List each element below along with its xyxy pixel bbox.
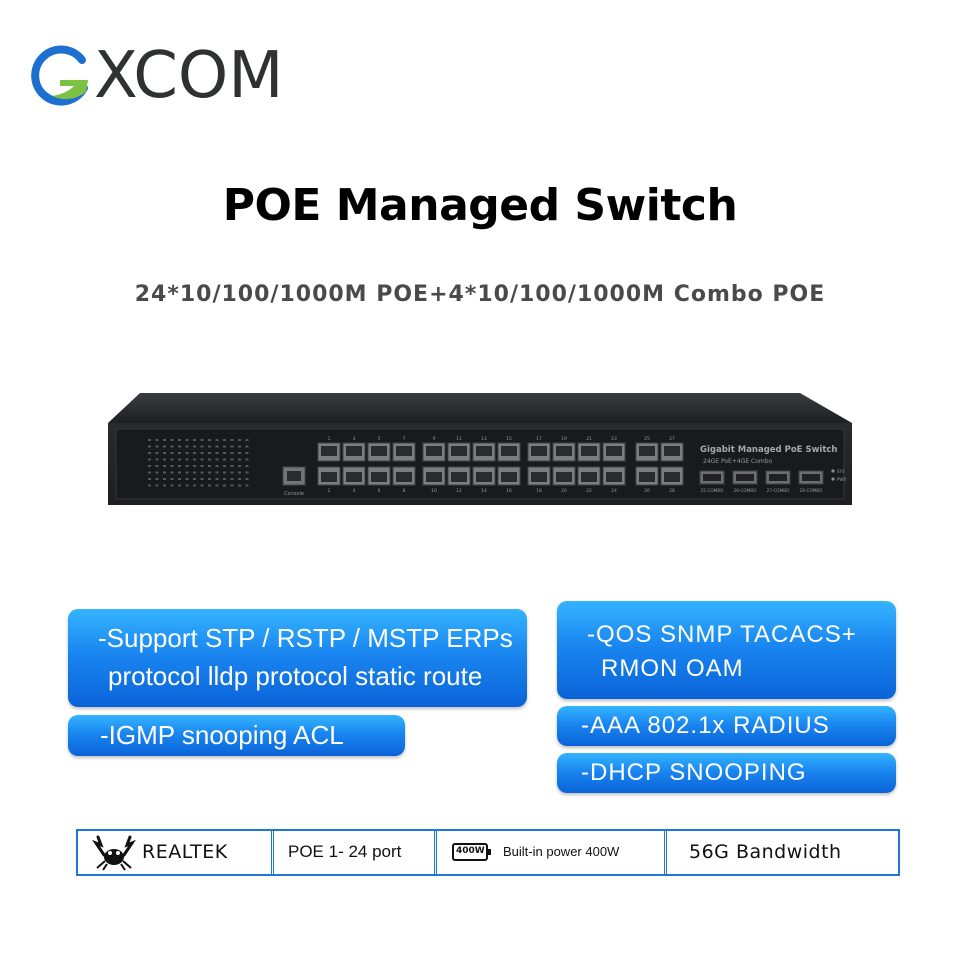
model-sub-label: 24GE PoE+4GE Combo <box>703 458 773 465</box>
spec-divider <box>664 831 667 874</box>
feature-text: -AAA 802.1x RADIUS <box>581 712 830 739</box>
feature-text: -QOS SNMP TACACS+ <box>587 621 857 648</box>
sfp-label: 26-COMBO <box>734 488 757 493</box>
spec-divider <box>434 831 437 874</box>
feature-text: RMON OAM <box>601 655 744 682</box>
spec-poe-text: POE 1- 24 port <box>288 842 402 861</box>
port-number-top: 5 <box>378 436 381 442</box>
switch-illustration: Console 12345678910111213141516171819202… <box>108 393 852 585</box>
model-label: Gigabit Managed PoE Switch <box>700 445 837 455</box>
feature-box-aaa: -AAA 802.1x RADIUS <box>557 706 896 746</box>
port-number-top: 23 <box>611 436 617 442</box>
spec-power-text: Built-in power 400W <box>503 844 620 859</box>
battery-icon: 400W <box>452 843 488 861</box>
port-number-bottom: 16 <box>506 488 512 494</box>
feature-text: -Support STP / RSTP / MSTP ERPs <box>98 623 513 653</box>
console-label: Console <box>284 491 304 497</box>
led-label: SYS <box>837 469 845 474</box>
rj45-ports: 1234567891011121314151617181920212223242… <box>317 436 684 494</box>
port-number-top: 1 <box>328 436 331 442</box>
port-number-bottom: 12 <box>456 488 462 494</box>
feature-box-qos: -QOS SNMP TACACS+ RMON OAM <box>557 601 896 699</box>
power-badge: 400W <box>456 846 485 856</box>
port-number-bottom: 14 <box>481 488 487 494</box>
port-number-top: 9 <box>433 436 436 442</box>
port-number-bottom: 2 <box>328 488 331 494</box>
switch-device-image: Console 12345678910111213141516171819202… <box>100 385 860 585</box>
port-number-top: 15 <box>506 436 512 442</box>
realtek-crab-icon <box>92 835 136 871</box>
led-label: PWR <box>837 477 846 482</box>
port-number-top: 11 <box>456 436 462 442</box>
led-panel <box>148 439 249 487</box>
port-number-bottom: 18 <box>536 488 542 494</box>
spec-divider <box>271 831 274 874</box>
feature-box-dhcp: -DHCP SNOOPING <box>557 753 896 793</box>
port-number-top: 7 <box>403 436 406 442</box>
brand-logo: XCOM <box>28 38 328 118</box>
port-number-bottom: 24 <box>611 488 617 494</box>
spec-bar: REALTEK POE 1- 24 port 400W Built-in pow… <box>76 829 900 876</box>
port-number-bottom: 10 <box>431 488 437 494</box>
port-number-top: 3 <box>353 436 356 442</box>
sfp-label: 25-COMBO <box>701 488 724 493</box>
feature-box-igmp: -IGMP snooping ACL <box>68 715 405 756</box>
spec-bandwidth-text: 56G Bandwidth <box>689 841 842 863</box>
feature-text: -IGMP snooping ACL <box>100 720 344 750</box>
sfp-label: 28-COMBO <box>800 488 823 493</box>
feature-text: -DHCP SNOOPING <box>581 759 807 786</box>
port-number-top: 25 <box>644 436 650 442</box>
port-number-bottom: 22 <box>586 488 592 494</box>
spec-poe: POE 1- 24 port <box>274 831 434 874</box>
port-number-bottom: 6 <box>378 488 381 494</box>
spec-chip-text: REALTEK <box>142 841 228 863</box>
port-number-top: 17 <box>536 436 542 442</box>
port-number-top: 13 <box>481 436 487 442</box>
sfp-label: 27-COMBO <box>767 488 790 493</box>
page-title: POE Managed Switch <box>222 180 738 231</box>
logo-g-mark <box>31 45 88 106</box>
battery-tip <box>488 849 491 855</box>
sfp-ports: 25-COMBO 26-COMBO 27-COMBO 28-COMBO SYS PWR <box>699 469 846 493</box>
port-number-bottom: 28 <box>669 488 675 494</box>
port-number-bottom: 26 <box>644 488 650 494</box>
port-number-top: 27 <box>669 436 675 442</box>
page-subtitle: 24*10/100/1000M POE+4*10/100/1000M Combo… <box>134 282 826 307</box>
feature-text: protocol lldp protocol static route <box>108 661 483 691</box>
spec-chip: REALTEK <box>78 831 271 874</box>
spec-power: 400W Built-in power 400W <box>437 831 664 874</box>
port-number-bottom: 4 <box>353 488 356 494</box>
port-number-top: 21 <box>586 436 592 442</box>
logo-wordmark: XCOM <box>94 39 284 113</box>
port-number-bottom: 20 <box>561 488 567 494</box>
port-number-bottom: 8 <box>403 488 406 494</box>
feature-box-stp: -Support STP / RSTP / MSTP ERPs protocol… <box>68 609 527 707</box>
port-number-top: 19 <box>561 436 567 442</box>
spec-bandwidth: 56G Bandwidth <box>667 831 898 874</box>
